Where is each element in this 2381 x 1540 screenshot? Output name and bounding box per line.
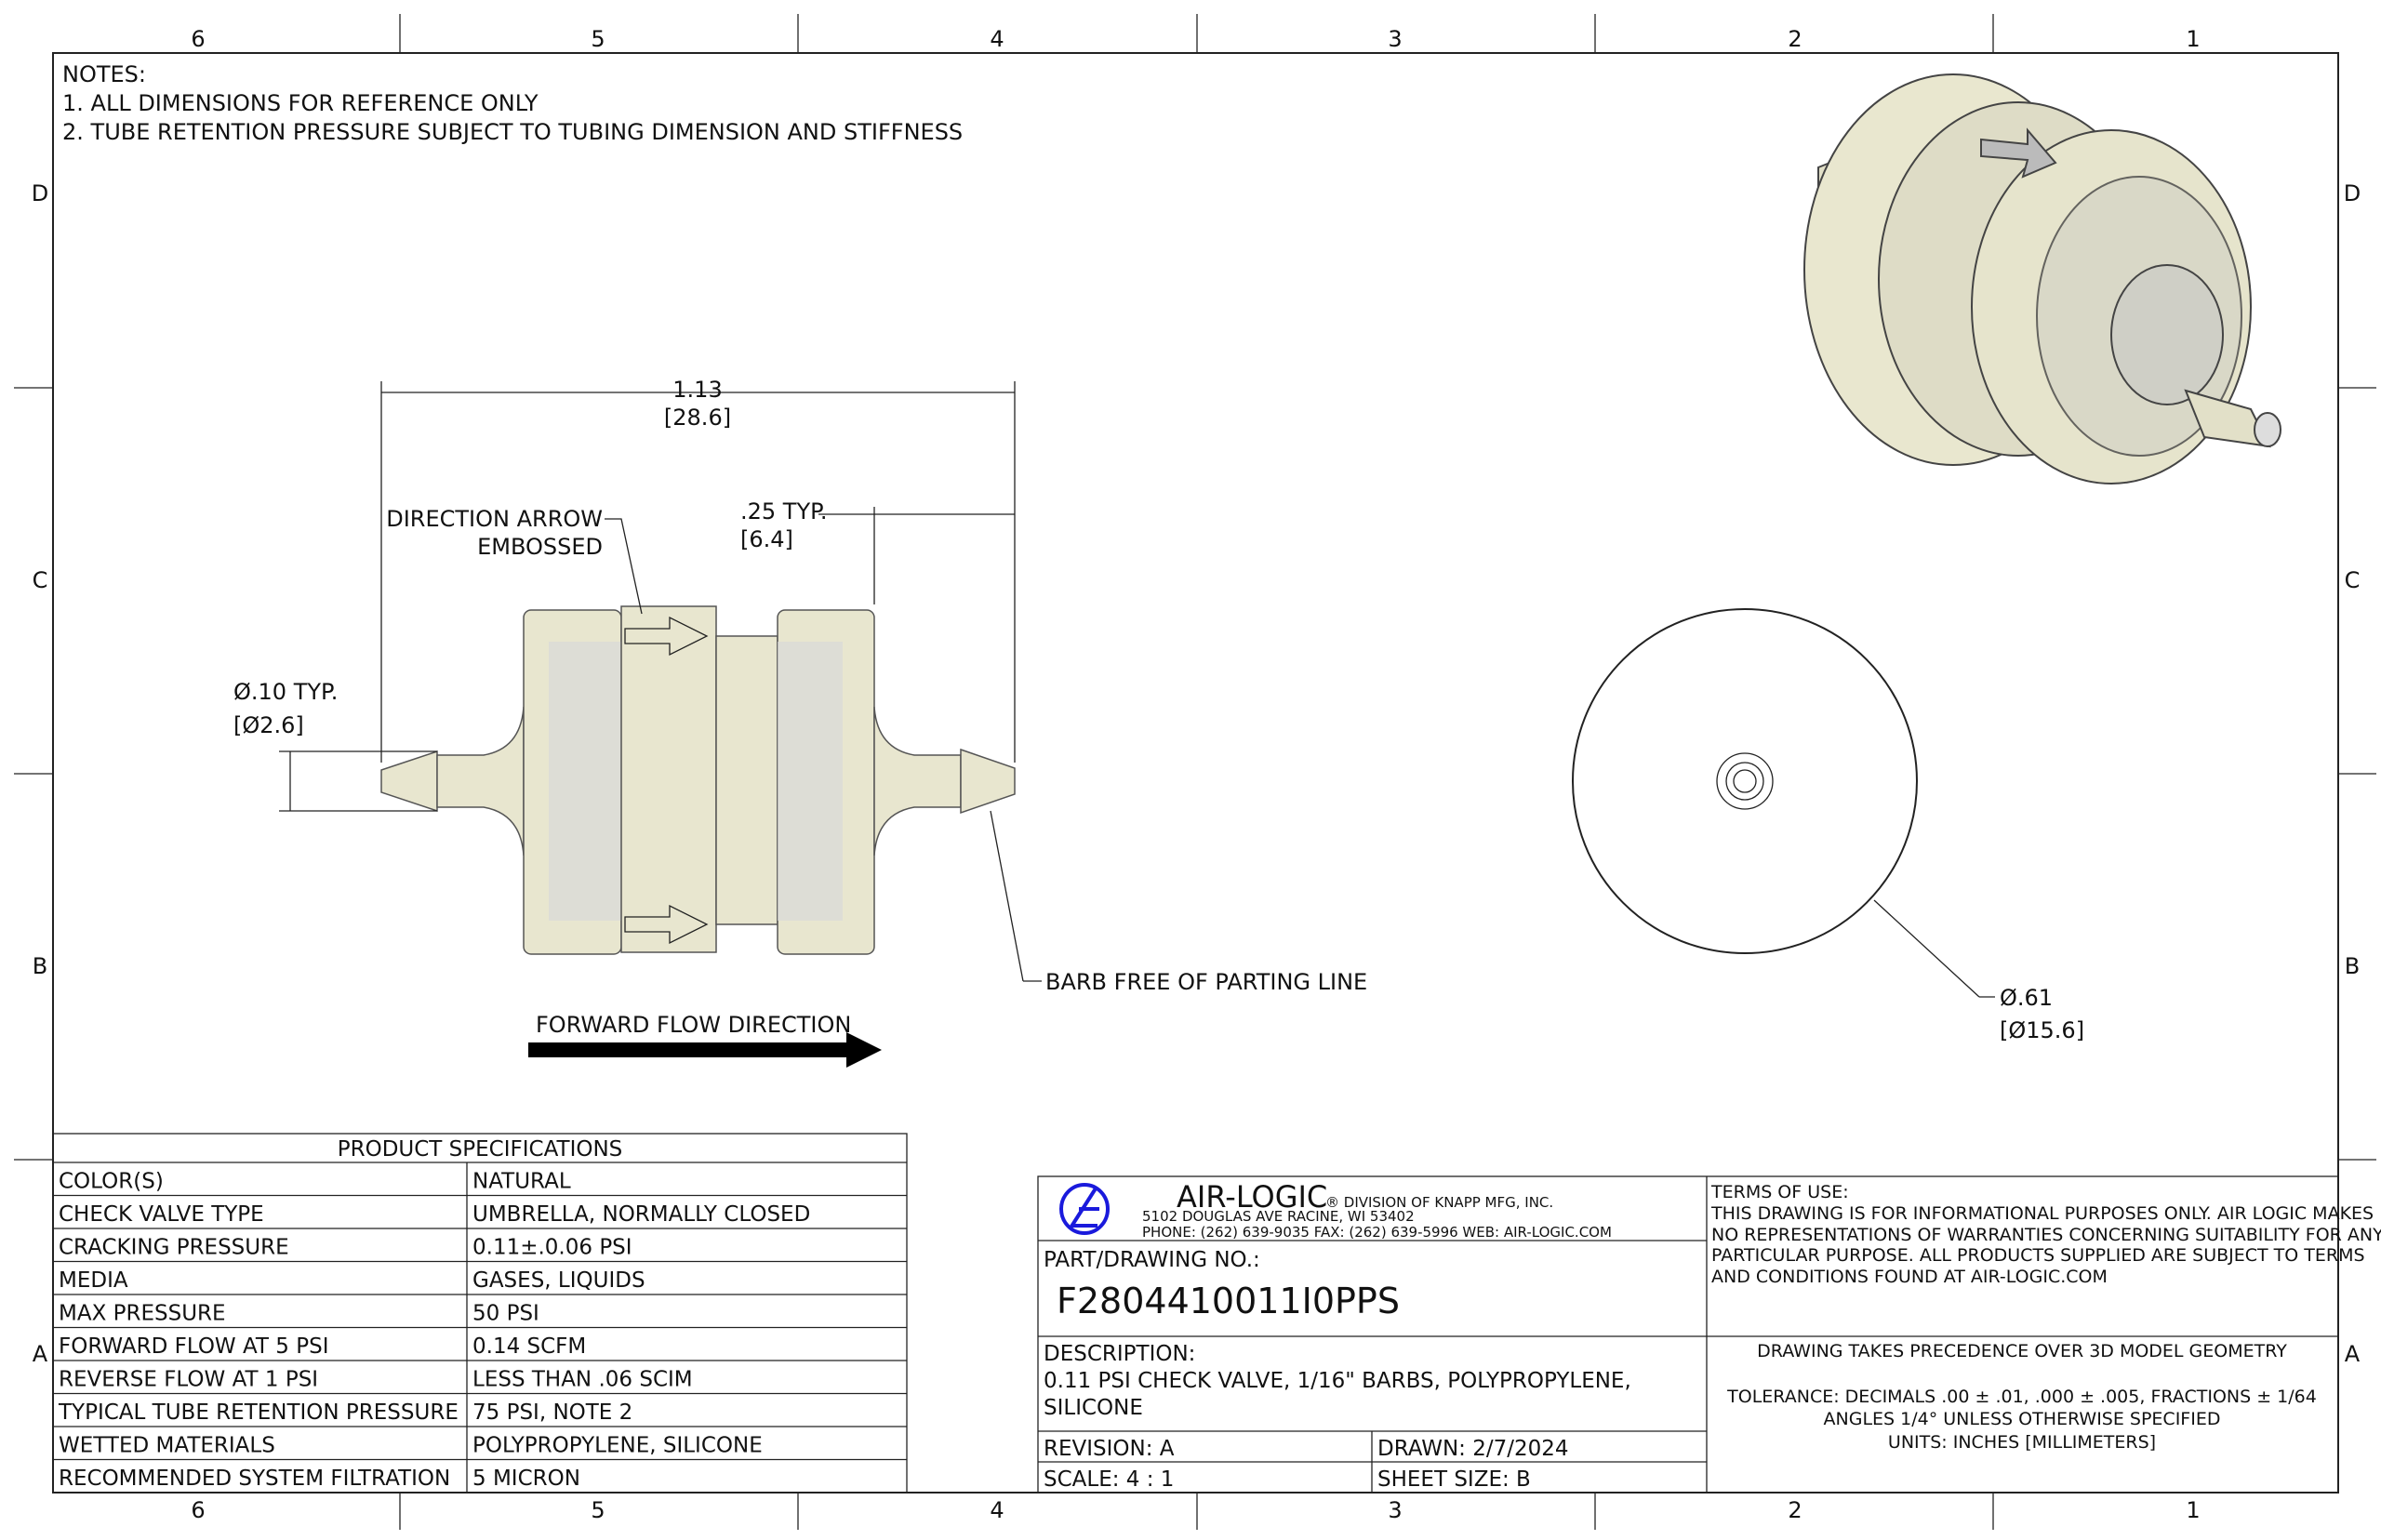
length-dim: 1.13 (672, 377, 722, 403)
column-label: 2 (1788, 1497, 1802, 1523)
spec-name: FORWARD FLOW AT 5 PSI (59, 1334, 329, 1359)
direction-arrow-callout: DIRECTION ARROW (386, 506, 603, 532)
description-line: SILICONE (1044, 1396, 1143, 1420)
body-dia-dim-mm: [Ø15.6] (2000, 1017, 2084, 1043)
spec-table-title: PRODUCT SPECIFICATIONS (338, 1137, 623, 1162)
terms-line: THIS DRAWING IS FOR INFORMATIONAL PURPOS… (1710, 1203, 2374, 1224)
scale: SCALE: 4 : 1 (1044, 1467, 1174, 1492)
air-logic-logo (1059, 1183, 1110, 1235)
row-label: C (33, 567, 48, 593)
iso-view (1803, 73, 2281, 485)
row-label: A (2345, 1341, 2361, 1367)
row-label: D (2344, 180, 2361, 206)
column-label: 6 (191, 26, 205, 52)
row-label: A (33, 1341, 48, 1367)
terms-line: NO REPRESENTATIONS OF WARRANTIES CONCERN… (1711, 1225, 2381, 1245)
column-label: 6 (191, 1497, 205, 1523)
flow-direction-label: FORWARD FLOW DIRECTION (536, 1012, 851, 1038)
column-label: 4 (990, 26, 1004, 52)
spec-name: REVERSE FLOW AT 1 PSI (59, 1368, 318, 1392)
spec-name: CRACKING PRESSURE (59, 1236, 289, 1260)
description-line: 0.11 PSI CHECK VALVE, 1/16" BARBS, POLYP… (1044, 1369, 1631, 1393)
spec-name: RECOMMENDED SYSTEM FILTRATION (59, 1467, 450, 1491)
revision: REVISION: A (1044, 1437, 1175, 1461)
drawn-date: DRAWN: 2/7/2024 (1377, 1437, 1569, 1461)
column-label: 3 (1388, 26, 1402, 52)
row-label: D (32, 180, 48, 206)
part-number: F2804410011I0PPS (1057, 1281, 1400, 1321)
spec-value: 75 PSI, NOTE 2 (472, 1401, 632, 1425)
direction-arrow-callout-2: EMBOSSED (477, 534, 603, 560)
terms-title: TERMS OF USE: (1710, 1182, 1849, 1202)
company-address: 5102 DOUGLAS AVE RACINE, WI 53402 (1142, 1208, 1415, 1225)
note-item: 1. ALL DIMENSIONS FOR REFERENCE ONLY (62, 90, 539, 116)
zone-ticks (14, 14, 2376, 1530)
spec-value: 0.11±.0.06 PSI (472, 1236, 632, 1260)
barb-dia-dim: Ø.10 TYP. (233, 679, 338, 705)
row-label: B (33, 953, 47, 979)
spec-name: COLOR(S) (59, 1170, 164, 1194)
barb-dia-dim-mm: [Ø2.6] (233, 712, 304, 738)
tolerance-line: TOLERANCE: DECIMALS .00 ± .01, .000 ± .0… (1726, 1387, 2317, 1407)
part-label: PART/DRAWING NO.: (1044, 1248, 1260, 1272)
tolerance-line: UNITS: INCHES [MILLIMETERS] (1888, 1432, 2156, 1453)
barb-length-dim-mm: [6.4] (740, 526, 793, 552)
barb-length-dim: .25 TYP. (740, 498, 827, 524)
company-contact: PHONE: (262) 639-9035 FAX: (262) 639-599… (1142, 1224, 1612, 1241)
flow-arrow-icon (528, 1032, 882, 1068)
side-view (380, 605, 1016, 955)
sheet-size: SHEET SIZE: B (1377, 1467, 1531, 1492)
spec-value: NATURAL (472, 1170, 571, 1194)
spec-value: POLYPROPYLENE, SILICONE (472, 1434, 763, 1458)
length-dim-mm: [28.6] (664, 405, 731, 431)
column-label: 5 (591, 26, 605, 52)
spec-value: GASES, LIQUIDS (472, 1268, 645, 1293)
spec-value: 50 PSI (472, 1302, 539, 1326)
spec-name: MEDIA (59, 1268, 128, 1293)
barb-callout: BARB FREE OF PARTING LINE (1045, 969, 1367, 995)
spec-name: CHECK VALVE TYPE (59, 1202, 264, 1227)
row-label: B (2345, 953, 2360, 979)
title-block (1037, 1175, 2339, 1494)
column-label: 1 (2186, 1497, 2200, 1523)
spec-name: TYPICAL TUBE RETENTION PRESSURE (58, 1401, 459, 1425)
note-item: 2. TUBE RETENTION PRESSURE SUBJECT TO TU… (62, 119, 963, 145)
notes-title: NOTES: (62, 61, 146, 87)
row-label: C (2345, 567, 2361, 593)
terms-line: PARTICULAR PURPOSE. ALL PRODUCTS SUPPLIE… (1711, 1245, 2365, 1266)
terms-line: AND CONDITIONS FOUND AT AIR-LOGIC.COM (1711, 1267, 2108, 1287)
description-label: DESCRIPTION: (1044, 1342, 1195, 1366)
spec-name: WETTED MATERIALS (59, 1434, 275, 1458)
company-division: ® DIVISION OF KNAPP MFG, INC. (1325, 1194, 1553, 1211)
body-dia-dim: Ø.61 (2000, 985, 2053, 1011)
column-label: 1 (2186, 26, 2200, 52)
spec-table: PRODUCT SPECIFICATIONS (52, 1133, 908, 1494)
column-label: 2 (1788, 26, 1802, 52)
spec-name: MAX PRESSURE (59, 1302, 226, 1326)
notes: NOTES: 1. ALL DIMENSIONS FOR REFERENCE O… (62, 61, 963, 145)
dimension-lines (279, 381, 1995, 998)
column-label: 4 (990, 1497, 1004, 1523)
column-label: 3 (1388, 1497, 1402, 1523)
spec-value: LESS THAN .06 SCIM (472, 1368, 693, 1392)
spec-value: 5 MICRON (472, 1467, 580, 1491)
end-view (1572, 608, 1918, 954)
column-label: 5 (591, 1497, 605, 1523)
spec-value: 0.14 SCFM (472, 1334, 586, 1359)
spec-value: UMBRELLA, NORMALLY CLOSED (472, 1202, 810, 1227)
company-name: AIR-LOGIC (1177, 1179, 1327, 1215)
precedence-note: DRAWING TAKES PRECEDENCE OVER 3D MODEL G… (1757, 1341, 2287, 1361)
tolerance-line: ANGLES 1/4° UNLESS OTHERWISE SPECIFIED (1824, 1409, 2221, 1429)
